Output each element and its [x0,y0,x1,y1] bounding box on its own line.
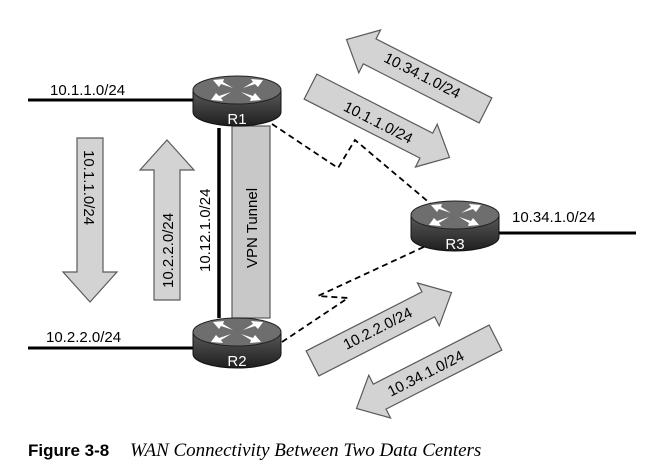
figure-title: WAN Connectivity Between Two Data Center… [129,440,482,461]
router-r1-label: R1 [227,111,246,128]
r2-lan-label: 10.2.2.0/24 [46,329,121,346]
arrow-left-up [138,139,196,301]
vpn-tunnel-label: VPN Tunnel [244,188,261,268]
r1-lan-label: 10.1.1.0/24 [50,82,125,99]
link-r1-r2-label: 10.12.1.0/24 [197,189,214,272]
router-r2-label: R2 [227,353,246,370]
vpn-tunnel-bar [231,125,271,319]
r3-lan-label: 10.34.1.0/24 [512,209,595,226]
arrow-left-down [61,137,119,303]
arrow-left-up-label: 10.2.2.0/24 [160,213,177,288]
router-r1: R1 [192,75,282,128]
router-r2: R2 [192,317,282,370]
arrow-top-to-r1 [345,29,493,124]
wan-link-r2-r3 [281,244,429,343]
figure-caption: Figure 3-8 WAN Connectivity Between Two … [28,440,481,462]
arrow-left-down-label: 10.1.1.0/24 [80,150,97,225]
arrow-bottom-to-r3 [305,282,453,377]
figure-number: Figure 3-8 [28,441,110,460]
wan-link-r1-r3 [271,123,439,211]
router-r3: R3 [410,200,500,253]
router-r3-label: R3 [445,236,464,253]
arrow-top-to-r3 [303,73,451,168]
arrow-bottom-to-r2 [355,324,503,419]
